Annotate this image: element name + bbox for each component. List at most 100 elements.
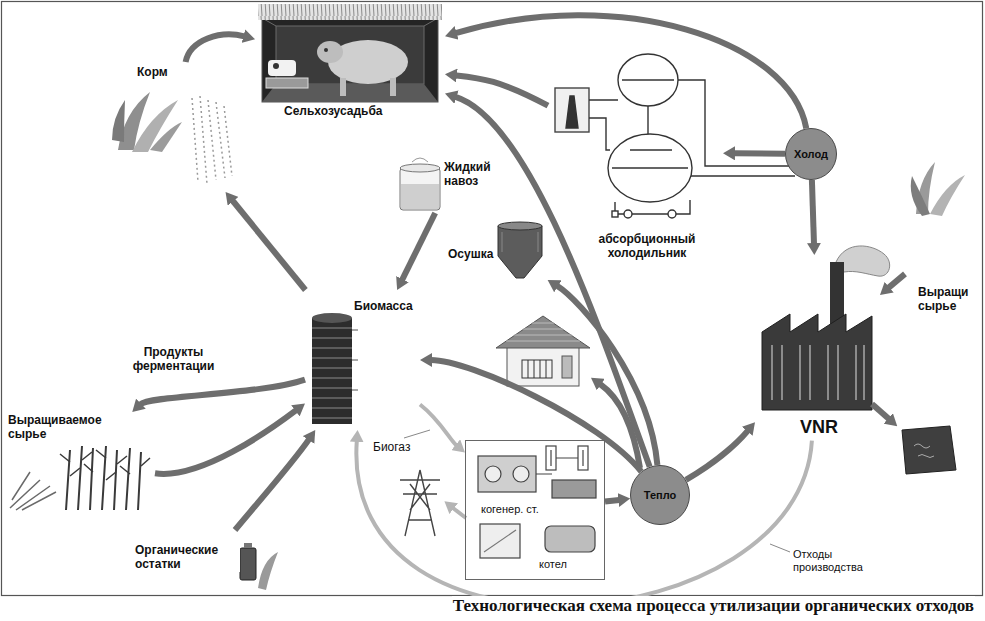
node-label: абсорбционный холодильник [586, 233, 708, 261]
absorption-chiller-picture [589, 100, 618, 150]
heat-circle: Тепло [630, 465, 690, 525]
house-picture [562, 356, 572, 378]
biomass-digester [312, 313, 358, 424]
cold-circle: Холод [785, 128, 837, 180]
product-arrow [872, 404, 889, 419]
crop-field [10, 446, 150, 510]
flow-arrow [155, 410, 296, 474]
absorption-chiller-picture [566, 96, 578, 128]
farmstead-picture [276, 26, 424, 84]
dryer-silo [498, 226, 542, 278]
flow-arrow [734, 150, 785, 157]
manure-tank [401, 184, 439, 209]
node-label: котел [538, 558, 568, 571]
biomass-node: Биомасса [305, 290, 420, 430]
farmstead-picture [273, 63, 279, 69]
node-label: Органические остатки [134, 544, 240, 572]
edge-label: Биогаз [372, 441, 411, 455]
node-label: VNR [799, 417, 839, 438]
flow-arrow [431, 360, 641, 472]
absorption-chiller-picture [622, 79, 674, 80]
flow-arrow [686, 431, 748, 480]
flow-arrow [356, 441, 812, 606]
raw-material-plant-right [930, 175, 965, 216]
farmstead-picture [266, 78, 308, 88]
chp-plant-picture [478, 456, 536, 492]
chp-box: когенер. ст.котел [465, 440, 605, 580]
flow-arrow [140, 380, 305, 405]
manure-tank [400, 168, 440, 210]
factory-picture [762, 246, 890, 410]
residue-node: Органические остатки [130, 530, 280, 602]
farmstead-picture [390, 78, 396, 96]
raw-material-plant-right [911, 176, 930, 216]
farmstead-picture [258, 4, 442, 102]
node-label: Осушка [447, 248, 494, 262]
factory-picture [762, 314, 872, 410]
frame [2, 2, 983, 596]
house-picture [506, 323, 580, 341]
chp-plant-picture [513, 466, 529, 482]
crop-node: Выращиваемое сырье [5, 412, 155, 512]
absorption-chiller-picture [647, 106, 648, 134]
flow-arrow [420, 405, 457, 446]
flow-arrow [235, 439, 309, 530]
farmstead-picture [340, 78, 346, 96]
absorption-chiller-picture [608, 134, 692, 202]
farmstead-picture [258, 4, 442, 20]
absorption-chiller-picture [612, 150, 688, 168]
fodder-picture [112, 92, 232, 184]
flow-arrow [605, 500, 619, 502]
crop-field [10, 472, 56, 510]
node-label: Жидкий навоз [443, 161, 501, 189]
absorption-chiller-picture [555, 54, 795, 218]
product-box [902, 426, 956, 474]
chp-plant-picture [480, 524, 520, 558]
leader-line [770, 544, 790, 552]
node-label: Выращи сырье [917, 286, 981, 314]
absorption-chiller-picture [618, 54, 678, 106]
house-picture [522, 360, 552, 378]
absorption-chiller-picture [678, 80, 795, 176]
edge-label: Отходы производства [792, 548, 884, 573]
power-pylon [400, 470, 440, 536]
organic-residue [258, 552, 278, 590]
fodder-picture [192, 96, 232, 184]
flow-arrow [888, 274, 905, 288]
chp-plant-picture [484, 530, 516, 552]
absorption-chiller-node: абсорбционный холодильник [548, 35, 723, 270]
fodder-picture [150, 122, 182, 152]
organic-residue [244, 543, 252, 548]
factory-picture [772, 345, 864, 400]
house-picture [496, 316, 590, 348]
dryer-silo [502, 232, 538, 252]
power-pylon [400, 470, 440, 536]
house-picture [496, 316, 590, 386]
raw-material-node: Выращи сырье [905, 158, 984, 323]
chp-plant-picture [552, 480, 596, 498]
absorption-chiller-picture [624, 210, 632, 218]
manure-tank [400, 164, 440, 172]
biomass-digester [312, 313, 352, 323]
house-picture [528, 360, 546, 378]
farmstead-picture [317, 41, 343, 63]
node-label: Корм [136, 66, 169, 80]
edge-label: Продукты ферментации [125, 346, 222, 374]
absorption-chiller-picture [668, 210, 676, 218]
figure-caption: Технологическая схема процесса утилизаци… [452, 596, 975, 616]
factory-picture [836, 246, 890, 276]
node-label: Выращиваемое сырье [7, 414, 121, 442]
biomass-digester [352, 330, 358, 390]
factory-picture [830, 262, 844, 324]
biomass-digester [312, 328, 352, 418]
crop-field [60, 450, 150, 480]
node-label: Тепло [643, 489, 678, 502]
node-label: Сельхозусадьба [283, 105, 384, 119]
farmstead-node: Сельхозусадьба [255, 5, 445, 123]
factory-node: VNR [755, 255, 880, 441]
flow-arrow [233, 201, 306, 291]
chp-plant-picture [536, 450, 583, 474]
